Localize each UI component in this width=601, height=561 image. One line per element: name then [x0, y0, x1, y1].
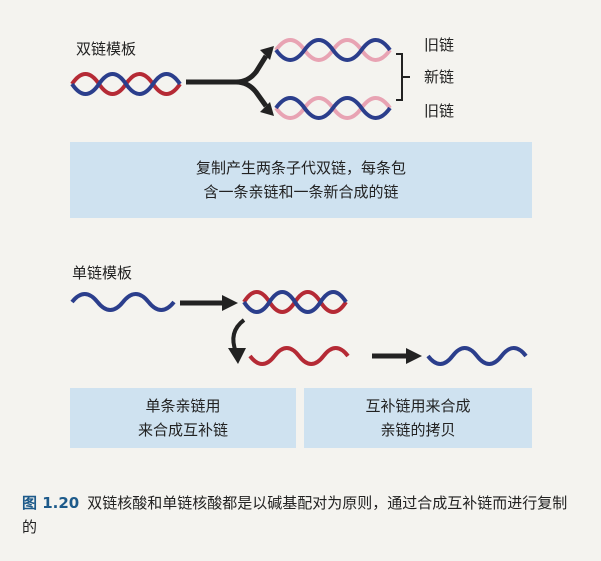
right-box-line1: 互补链用来合成 [365, 397, 471, 415]
complementary-strand-wave [248, 346, 350, 366]
single-strand-template-wave [70, 292, 176, 312]
new-strand-bracket [396, 53, 410, 101]
left-box-line1: 单条亲链用 [145, 397, 221, 415]
curved-arrow-down [228, 318, 246, 364]
old-strand-label-bottom: 旧链 [424, 102, 455, 120]
arrow-to-copy [372, 348, 422, 364]
double-strand-template-label: 双链模板 [76, 40, 137, 58]
old-strand-label-top: 旧链 [424, 36, 455, 54]
right-box-line2: 亲链的拷贝 [380, 421, 456, 439]
single-strand-left-box: 单条亲链用 来合成互补链 [70, 388, 296, 448]
single-strand-duplex [242, 290, 348, 314]
replication-fork-arrow [186, 46, 274, 116]
single-strand-template-label: 单链模板 [72, 264, 133, 282]
double-strand-caption-line1: 复制产生两条子代双链，每条包 [195, 159, 406, 177]
double-strand-caption-line2: 含一条亲链和一条新合成的链 [203, 183, 399, 201]
arrow-to-duplex [180, 295, 238, 311]
double-strand-caption-box: 复制产生两条子代双链，每条包 含一条亲链和一条新合成的链 [70, 142, 532, 218]
new-strand-label: 新链 [424, 68, 455, 86]
left-box-line2: 来合成互补链 [137, 421, 228, 439]
single-strand-right-box: 互补链用来合成 亲链的拷贝 [304, 388, 532, 448]
daughter-duplex-top [274, 38, 392, 62]
parent-copy-wave [426, 346, 528, 366]
figure-caption-text: 双链核酸和单链核酸都是以碱基配对为原则，通过合成互补链而进行复制的 [22, 494, 568, 536]
double-strand-template-helix [70, 72, 182, 96]
daughter-duplex-bottom [274, 96, 392, 120]
figure-number: 图 1.20 [22, 494, 80, 512]
